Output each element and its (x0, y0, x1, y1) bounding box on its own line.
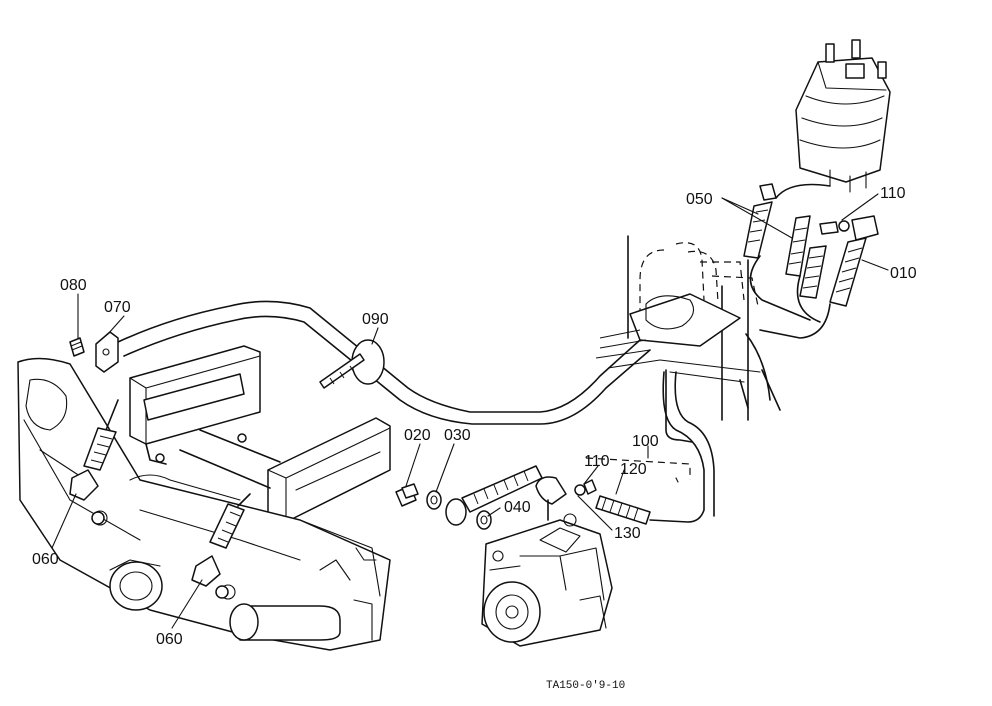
label-110-top: 110 (880, 185, 906, 202)
bolt-080 (69, 337, 85, 357)
hose-120 (595, 495, 651, 525)
label-080: 080 (60, 277, 87, 294)
label-040: 040 (504, 499, 531, 516)
fitting-110-top (819, 220, 850, 235)
hose-050 (743, 183, 811, 277)
hose-060-left (69, 399, 119, 525)
label-130: 130 (614, 525, 641, 542)
clip-070 (95, 331, 119, 373)
label-090: 090 (362, 311, 389, 328)
drawing-code: TA150-0'9-10 (546, 680, 625, 692)
label-100: 100 (632, 433, 659, 450)
clamp-110-lower (574, 479, 597, 496)
frame-bracket (595, 235, 781, 443)
transmission-housing (17, 357, 391, 651)
hose-010 (799, 215, 879, 307)
bolt-020 (395, 483, 419, 507)
label-060-left: 060 (32, 551, 59, 568)
label-050: 050 (686, 191, 713, 208)
elbow-fitting (535, 476, 567, 521)
banjo-hose (445, 465, 543, 526)
switch-assembly (795, 39, 891, 193)
cable-tie-090 (319, 339, 385, 389)
washer-030 (426, 490, 442, 510)
label-070: 070 (104, 299, 131, 316)
label-030: 030 (444, 427, 471, 444)
hose-060-right (191, 493, 251, 599)
washer-040 (476, 510, 492, 530)
label-060-right: 060 (156, 631, 183, 648)
label-010: 010 (890, 265, 917, 282)
label-020: 020 (404, 427, 431, 444)
label-120: 120 (620, 461, 647, 478)
label-110-lower: 110 (584, 453, 610, 470)
leader-lines (51, 193, 889, 629)
injection-pump (481, 513, 613, 647)
